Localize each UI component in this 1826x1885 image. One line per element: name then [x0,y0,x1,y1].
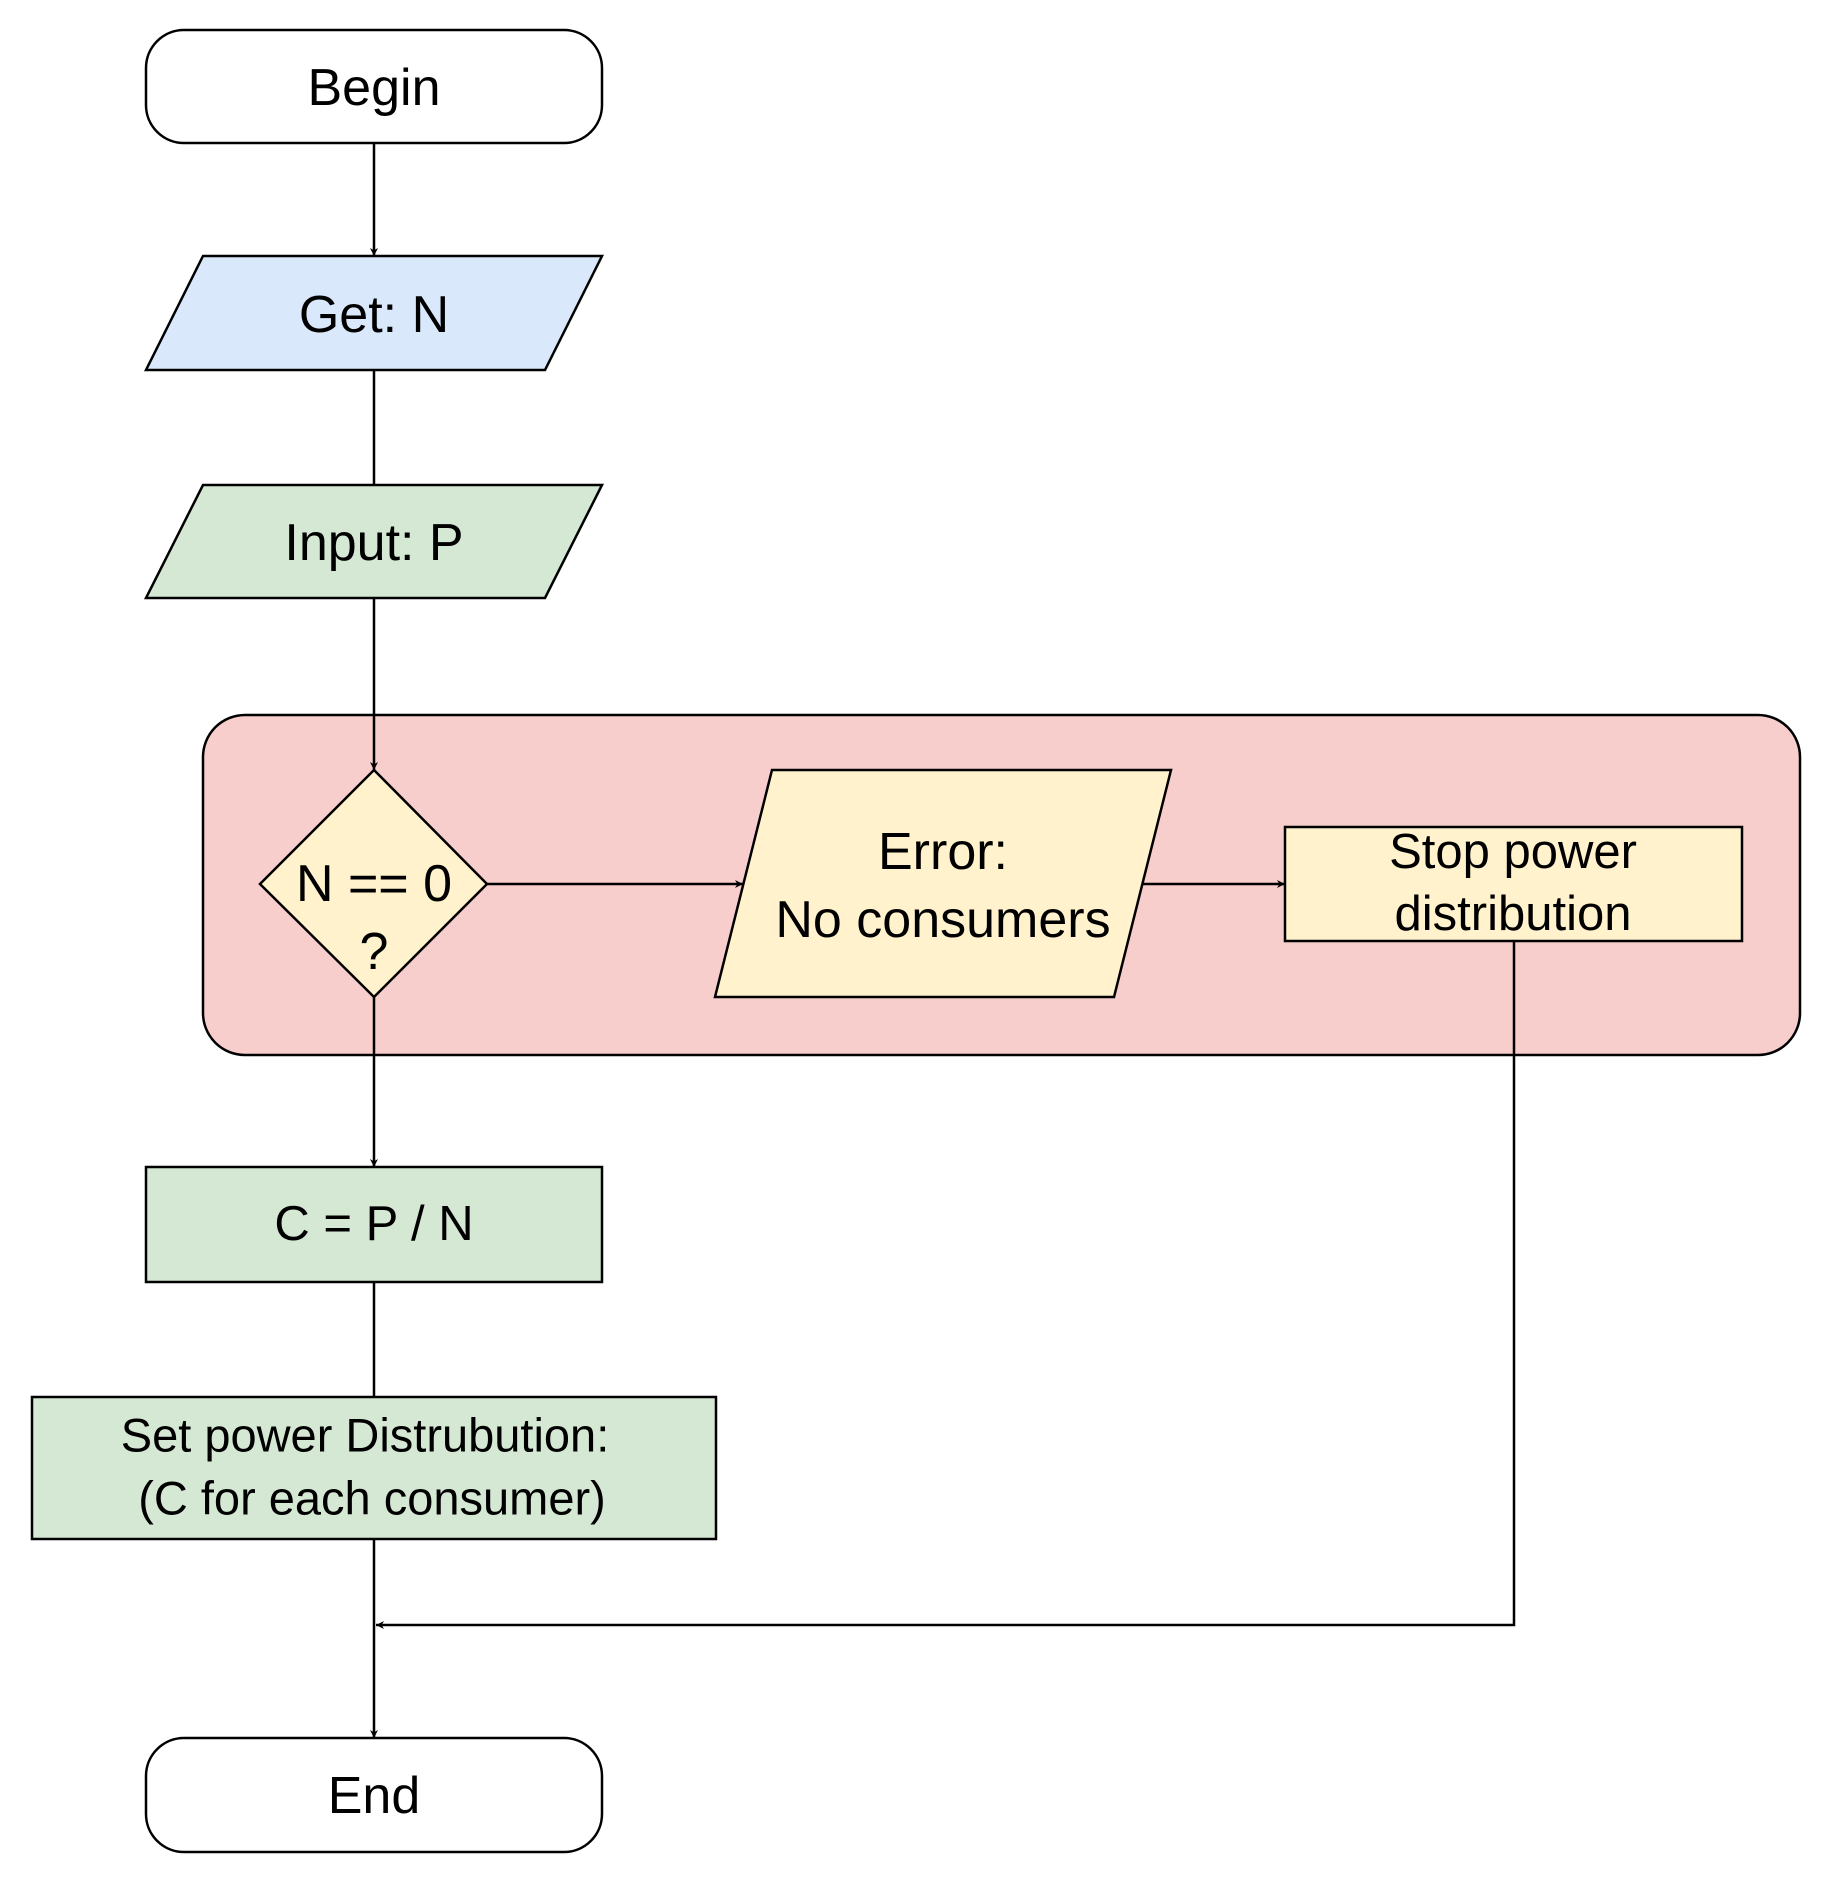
decision-node: N == 0 ? [258,768,489,999]
stop-node: Stop power distribution [1283,825,1744,943]
input-p-node: Input: P [143,483,605,600]
set-power-label-line2: (C for each consumer) [138,1472,606,1525]
decision-label-line2: ? [360,923,389,981]
compute-node: C = P / N [144,1165,604,1284]
begin-label: Begin [308,59,441,117]
end-terminal: End [144,1736,604,1854]
decision-label-line1: N == 0 [296,855,452,913]
compute-label: C = P / N [274,1197,473,1251]
end-label: End [328,1767,421,1825]
set-power-label-line1: Set power Distrubution: [121,1409,610,1462]
edge-stop-to-merge [376,941,1516,1629]
error-label-line2: No consumers [775,891,1110,949]
input-p-label: Input: P [284,514,463,572]
stop-label-line1: Stop power [1389,825,1637,879]
get-n-node: Get: N [143,254,605,372]
error-node: Error: No consumers [713,768,1173,999]
begin-terminal: Begin [144,28,604,145]
get-n-label: Get: N [299,286,449,344]
error-label-line1: Error: [878,823,1008,881]
stop-label-line2: distribution [1395,887,1632,941]
set-power-node: Set power Distrubution: (C for each cons… [30,1395,718,1541]
